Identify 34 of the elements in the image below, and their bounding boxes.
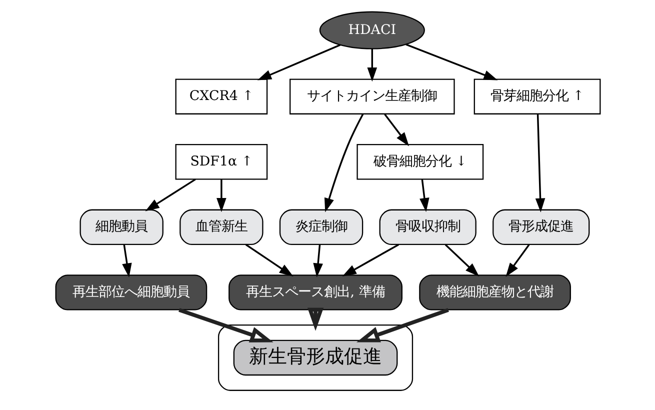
arrow [306,308,324,331]
arrow [178,308,273,342]
arrow [366,48,377,82]
node-box: 骨吸収抑制 [378,209,476,246]
node-box: 新生骨形成促進 [232,340,398,376]
arrow [444,244,479,277]
arrow [505,244,530,277]
node-box: 骨芽細胞分化 ↑ [473,78,600,114]
arrow [244,244,293,277]
cluster [217,324,413,391]
arrow [342,244,399,276]
arrow [144,178,196,212]
arrow [312,244,322,278]
node-box: 機能細胞産物と代謝 [418,274,570,310]
node-box: 破骨細胞分化 ↓ [356,144,484,180]
node-box: 血管新生 [179,209,263,246]
node-box: 炎症制御 [278,209,363,246]
arrow [384,114,409,146]
arrow [534,114,545,212]
node-ellipse: HDACI [318,11,424,50]
node-box: 再生スペース創出, 準備 [228,274,402,310]
node-box: 再生部位へ細胞動員 [54,274,207,310]
arrow [324,114,364,212]
arrow [256,44,340,80]
arrow [122,244,132,278]
arrow [405,44,498,80]
arrow [356,308,448,342]
node-box: 細胞動員 [79,209,163,246]
node-box: 骨形成促進 [492,209,590,246]
node-box: サイトカイン生産制御 [289,78,454,114]
node-box: SDF1α ↑ [174,144,268,180]
arrow [216,180,226,212]
arrow [419,179,429,212]
node-box: CXCR4 ↑ [174,78,268,114]
